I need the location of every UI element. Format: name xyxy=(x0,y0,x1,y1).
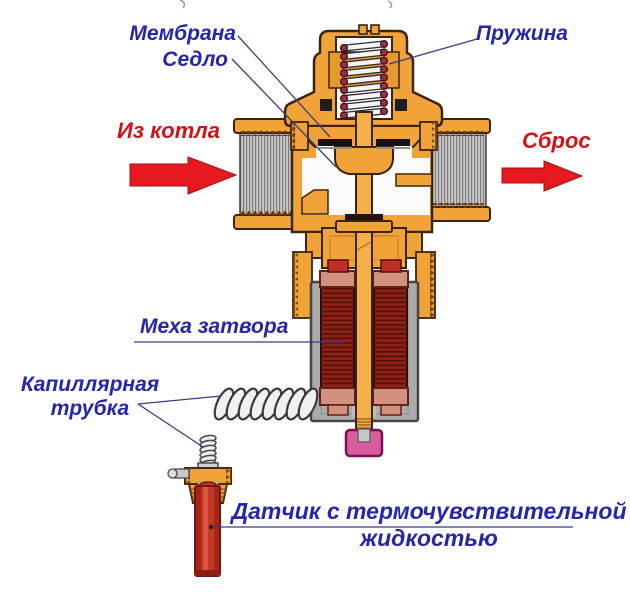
label-capillary-line2: трубка xyxy=(50,397,130,420)
seat-leader xyxy=(231,58,337,168)
label-sensor-line2: жидкостью xyxy=(360,525,498,551)
gate-bellows xyxy=(319,259,409,416)
cropped-marks xyxy=(179,0,393,9)
adjustment-knob xyxy=(344,428,384,458)
membrane xyxy=(318,139,410,149)
bonnet-seal xyxy=(320,99,332,111)
capillary-tube-coil xyxy=(213,387,319,421)
label-capillary-tube: Капиллярная трубка xyxy=(10,373,170,421)
inlet-port xyxy=(233,118,299,230)
capillary-leader-1 xyxy=(137,395,222,405)
temperature-sensor xyxy=(167,462,232,577)
label-capillary-line1: Капиллярная xyxy=(20,373,160,396)
label-seat: Седло xyxy=(162,48,228,71)
label-sensor-line1: Датчик с термочувствительной xyxy=(231,498,627,524)
inlet-arrow xyxy=(129,156,238,195)
capillary-leader-2 xyxy=(137,403,204,448)
label-temperature-sensor: Датчик с термочувствительной жидкостью xyxy=(228,498,630,552)
valve-bonnet xyxy=(283,24,444,128)
bonnet-seal xyxy=(395,99,407,111)
spring-leader xyxy=(388,38,478,65)
label-outlet-discharge: Сброс xyxy=(522,128,591,153)
adjusting-screw-slot xyxy=(358,24,368,35)
membrane-leader xyxy=(237,35,331,138)
label-membrane: Мембрана xyxy=(129,22,236,45)
leader-lines xyxy=(134,35,573,530)
label-gate-bellows: Меха затвора xyxy=(140,315,289,338)
label-inlet-from-boiler: Из котла xyxy=(117,118,220,143)
label-spring: Пружина xyxy=(476,22,568,45)
valve-seat xyxy=(301,146,433,233)
outlet-arrow xyxy=(501,160,584,192)
